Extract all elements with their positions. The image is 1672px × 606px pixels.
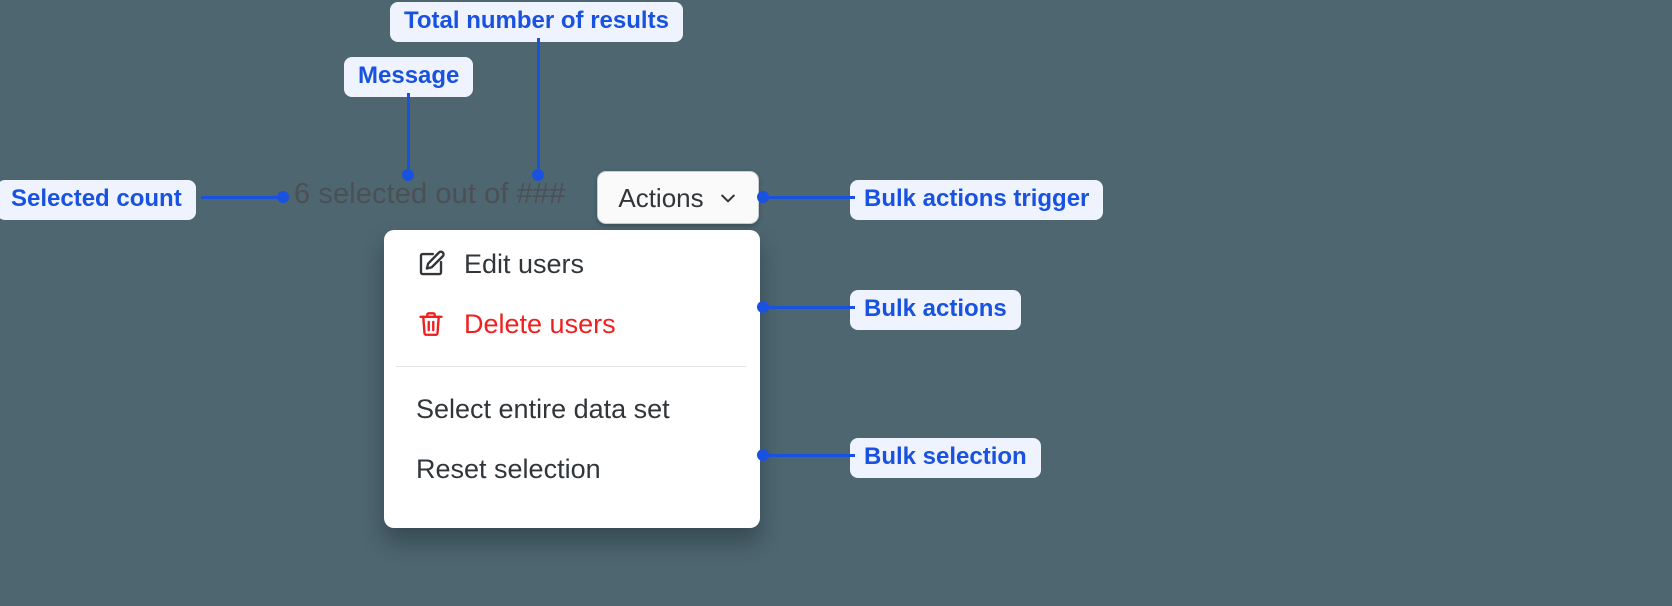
annotation-label-bulk-actions: Bulk actions — [850, 290, 1021, 330]
annotation-dot-message — [402, 169, 414, 181]
annotation-dot-bulk-actions-trigger — [757, 191, 769, 203]
bulk-actions-trigger-label: Actions — [618, 182, 704, 213]
annotation-dot-bulk-selection — [757, 449, 769, 461]
bulk-actions-dropdown-menu: Edit users Delete users Select entire da… — [384, 230, 760, 528]
annotation-label-selected-count: Selected count — [0, 180, 196, 220]
menu-item-reset-selection[interactable]: Reset selection — [384, 439, 760, 499]
pencil-square-icon — [416, 249, 446, 279]
annotation-label-total-results: Total number of results — [390, 2, 683, 42]
annotation-connector-bulk-actions — [763, 306, 855, 309]
annotation-label-message: Message — [344, 57, 474, 97]
menu-item-label: Reset selection — [416, 453, 601, 484]
annotation-dot-selected-count — [277, 191, 289, 203]
menu-item-select-entire-data-set[interactable]: Select entire data set — [384, 379, 760, 439]
menu-item-label: Delete users — [464, 308, 616, 339]
bulk-actions-trigger-button[interactable]: Actions — [597, 171, 759, 224]
selected-count-text: 6 selected out of ### — [294, 178, 566, 210]
annotation-connector-total-results — [537, 38, 540, 175]
menu-item-label: Select entire data set — [416, 393, 670, 424]
annotation-dot-bulk-actions — [757, 301, 769, 313]
menu-item-edit-users[interactable]: Edit users — [384, 234, 760, 294]
annotation-label-bulk-selection: Bulk selection — [850, 438, 1041, 478]
trash-icon — [416, 309, 446, 339]
annotation-connector-bulk-selection — [763, 454, 855, 457]
annotation-connector-message — [407, 93, 410, 175]
annotation-dot-total-results — [532, 169, 544, 181]
menu-separator — [396, 366, 746, 367]
annotation-label-bulk-actions-trigger: Bulk actions trigger — [850, 180, 1104, 220]
annotation-connector-bulk-actions-trigger — [763, 196, 855, 199]
menu-item-label: Edit users — [464, 248, 585, 279]
menu-item-delete-users[interactable]: Delete users — [384, 294, 760, 354]
annotation-connector-selected-count — [201, 196, 288, 199]
chevron-down-icon — [718, 188, 738, 208]
